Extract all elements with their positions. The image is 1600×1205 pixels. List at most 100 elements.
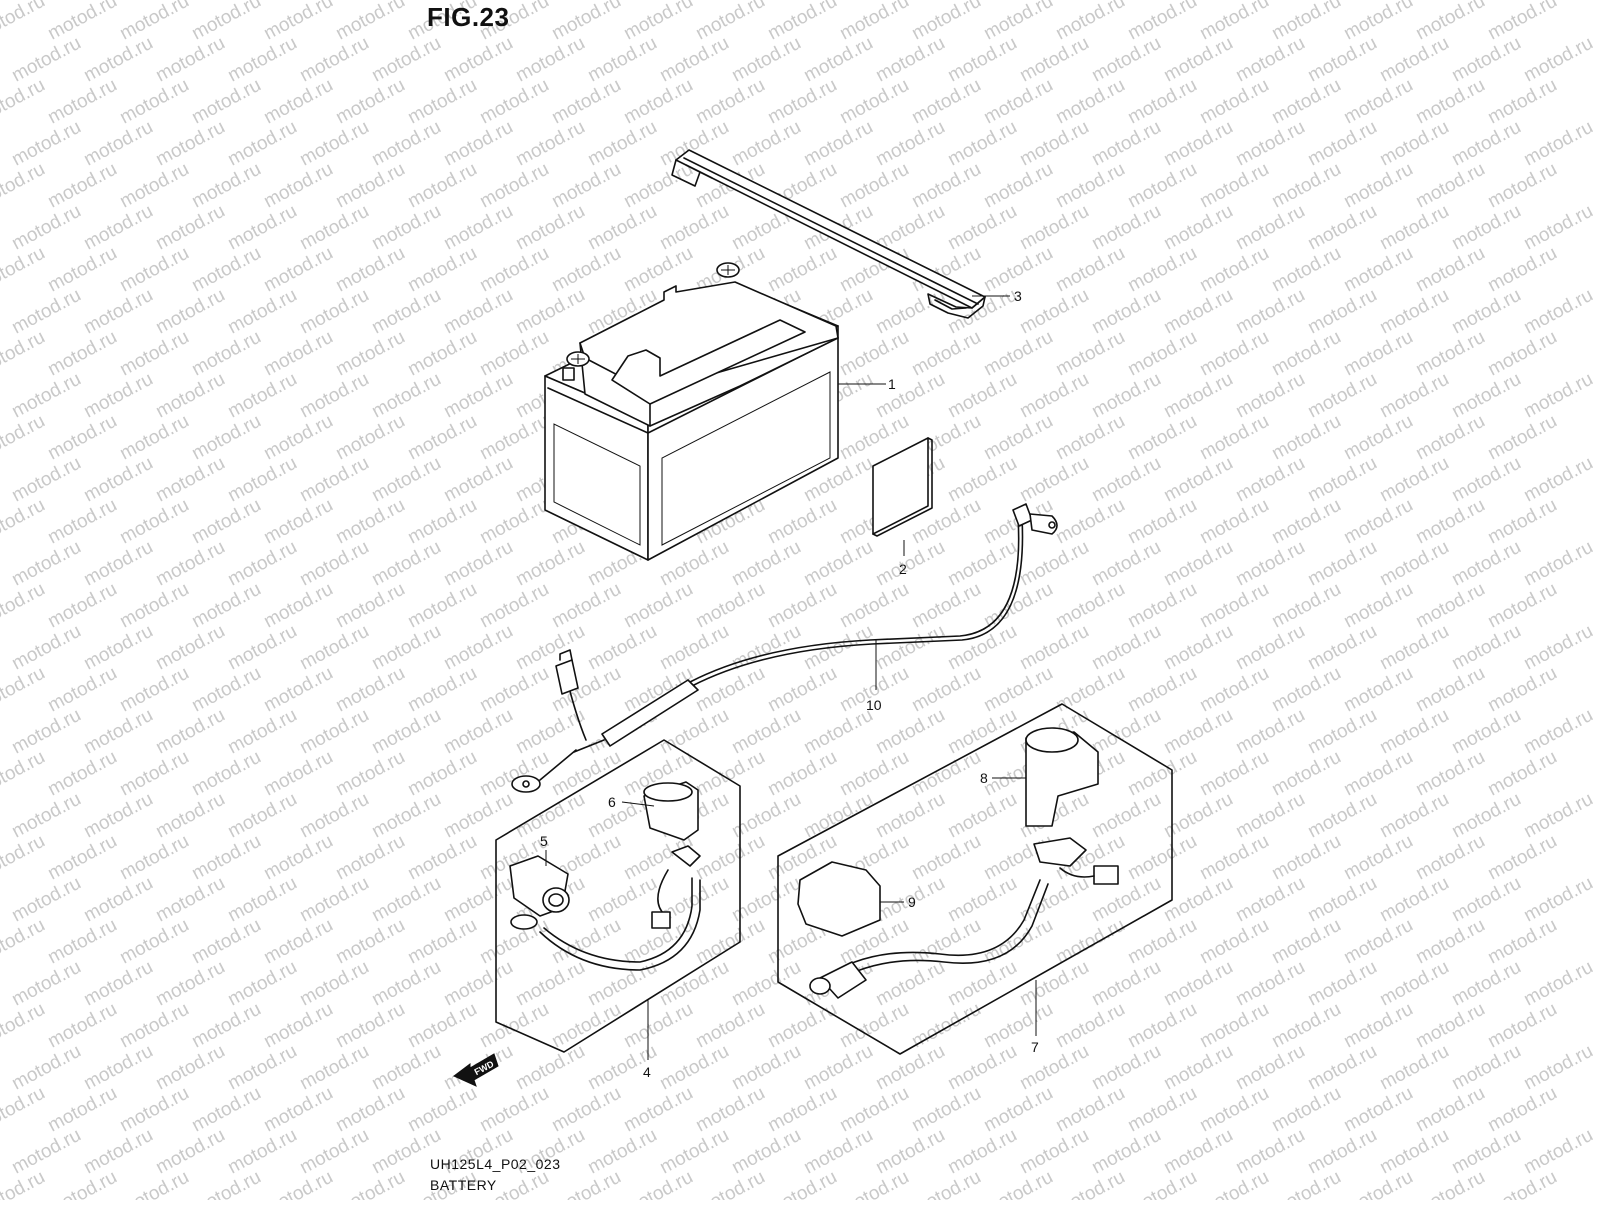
watermark-text: motod.ru (1340, 915, 1416, 969)
watermark-text: motod.ru (0, 579, 49, 633)
watermark-text: motod.ru (1196, 75, 1272, 129)
watermark-text: motod.ru (0, 0, 49, 44)
watermark-text: motod.ru (1412, 999, 1488, 1053)
watermark-text: motod.ru (1196, 999, 1272, 1053)
watermark-text: motod.ru (1232, 621, 1308, 675)
watermark-text: motod.ru (1484, 1167, 1560, 1200)
watermark-text: motod.ru (1520, 369, 1596, 423)
watermark-text: motod.ru (692, 579, 768, 633)
watermark-text: motod.ru (332, 1167, 408, 1200)
watermark-text: motod.ru (1304, 117, 1380, 171)
watermark-text: motod.ru (980, 1167, 1056, 1200)
watermark-text: motod.ru (1052, 327, 1128, 381)
watermark-text: motod.ru (908, 999, 984, 1053)
watermark-text: motod.ru (152, 705, 228, 759)
watermark-text: motod.ru (1124, 747, 1200, 801)
watermark-text: motod.ru (1088, 369, 1164, 423)
watermark-text: motod.ru (440, 705, 516, 759)
watermark-text: motod.ru (1268, 75, 1344, 129)
watermark-text: motod.ru (620, 579, 696, 633)
watermark-text: motod.ru (764, 999, 840, 1053)
watermark-text: motod.ru (512, 1041, 588, 1095)
watermark-text: motod.ru (512, 537, 588, 591)
watermark-text: motod.ru (908, 663, 984, 717)
watermark-text: motod.ru (692, 1167, 768, 1200)
watermark-text: motod.ru (296, 201, 372, 255)
watermark-text: motod.ru (1052, 1167, 1128, 1200)
watermark-text: motod.ru (116, 999, 192, 1053)
watermark-text: motod.ru (584, 873, 660, 927)
watermark-text: motod.ru (1124, 243, 1200, 297)
watermark-text: motod.ru (1304, 1125, 1380, 1179)
watermark-text: motod.ru (296, 453, 372, 507)
watermark-text: motod.ru (1016, 369, 1092, 423)
watermark-text: motod.ru (44, 159, 120, 213)
watermark-text: motod.ru (800, 1125, 876, 1179)
watermark-text: motod.ru (116, 495, 192, 549)
watermark-text: motod.ru (1124, 0, 1200, 44)
watermark-text: motod.ru (1124, 831, 1200, 885)
watermark-text: motod.ru (260, 75, 336, 129)
watermark-text: motod.ru (8, 117, 84, 171)
watermark-text: motod.ru (1052, 243, 1128, 297)
watermark-text: motod.ru (1448, 453, 1524, 507)
watermark-text: motod.ru (80, 537, 156, 591)
watermark-text: motod.ru (1520, 117, 1596, 171)
watermark-text: motod.ru (800, 1041, 876, 1095)
watermark-text: motod.ru (1304, 621, 1380, 675)
watermark-text: motod.ru (728, 957, 804, 1011)
watermark-text: motod.ru (1484, 747, 1560, 801)
callout-7: 7 (1031, 1039, 1039, 1055)
watermark-text: motod.ru (1196, 243, 1272, 297)
watermark-text: motod.ru (116, 75, 192, 129)
watermark-text: motod.ru (1160, 957, 1236, 1011)
watermark-text: motod.ru (1268, 663, 1344, 717)
watermark-text: motod.ru (440, 285, 516, 339)
watermark-text: motod.ru (476, 159, 552, 213)
watermark-text: motod.ru (944, 537, 1020, 591)
watermark-text: motod.ru (656, 1041, 732, 1095)
watermark-text: motod.ru (440, 369, 516, 423)
callout-6: 6 (608, 794, 616, 810)
watermark-text: motod.ru (764, 663, 840, 717)
kit-box-right (777, 703, 1173, 1055)
watermark-text: motod.ru (44, 327, 120, 381)
watermark-text: motod.ru (1088, 33, 1164, 87)
watermark-text: motod.ru (872, 117, 948, 171)
watermark-text: motod.ru (296, 621, 372, 675)
watermark-text: motod.ru (8, 873, 84, 927)
watermark-text: motod.ru (1448, 705, 1524, 759)
watermark-text: motod.ru (1052, 75, 1128, 129)
watermark-text: motod.ru (1160, 117, 1236, 171)
watermark-text: motod.ru (1340, 579, 1416, 633)
watermark-text: motod.ru (1088, 537, 1164, 591)
watermark-text: motod.ru (1268, 243, 1344, 297)
ground-wire-drawing (511, 503, 1058, 793)
label-plate-drawing (872, 437, 933, 537)
watermark-text: motod.ru (1016, 1125, 1092, 1179)
watermark-text: motod.ru (1520, 453, 1596, 507)
watermark-text: motod.ru (980, 0, 1056, 44)
watermark-text: motod.ru (836, 747, 912, 801)
watermark-text: motod.ru (116, 1083, 192, 1137)
watermark-text: motod.ru (908, 0, 984, 44)
watermark-text: motod.ru (1376, 1125, 1452, 1179)
watermark-text: motod.ru (0, 999, 49, 1053)
watermark-text: motod.ru (1484, 411, 1560, 465)
watermark-text: motod.ru (296, 369, 372, 423)
watermark-text: motod.ru (1196, 579, 1272, 633)
watermark-text: motod.ru (80, 369, 156, 423)
watermark-text: motod.ru (1088, 957, 1164, 1011)
watermark-text: motod.ru (80, 1041, 156, 1095)
watermark-text: motod.ru (1448, 1041, 1524, 1095)
watermark-text: motod.ru (1448, 1125, 1524, 1179)
watermark-text: motod.ru (1304, 957, 1380, 1011)
watermark-text: motod.ru (1196, 915, 1272, 969)
watermark-text: motod.ru (8, 201, 84, 255)
watermark-text: motod.ru (944, 957, 1020, 1011)
watermark-text: motod.ru (1340, 663, 1416, 717)
watermark-text: motod.ru (1520, 957, 1596, 1011)
watermark-text: motod.ru (1124, 915, 1200, 969)
watermark-text: motod.ru (1016, 285, 1092, 339)
watermark-text: motod.ru (224, 705, 300, 759)
